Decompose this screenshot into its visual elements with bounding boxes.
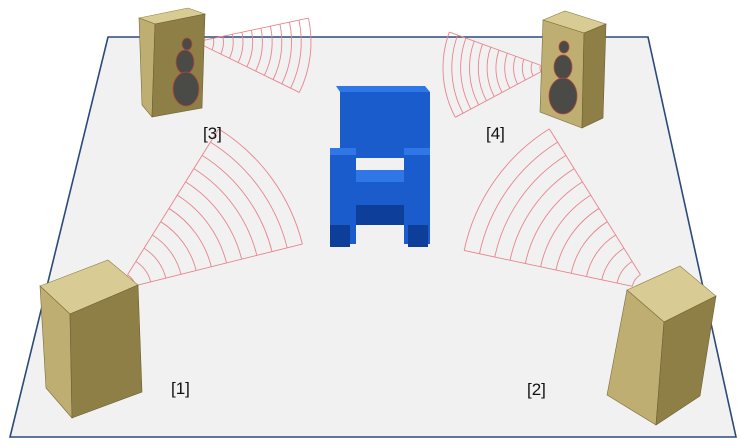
sound-wave-arc bbox=[504, 53, 511, 89]
sound-wave-edge bbox=[135, 243, 303, 287]
speaker-1-label: [1] bbox=[171, 379, 190, 398]
sound-wave-edge bbox=[203, 17, 309, 41]
sound-wave-arc bbox=[530, 62, 534, 77]
sound-wave-arc bbox=[586, 234, 616, 277]
sound-wave-arc bbox=[494, 155, 567, 258]
sound-wave-speaker-1 bbox=[127, 128, 303, 287]
sound-wave-arc bbox=[460, 37, 472, 110]
sound-wave-arc bbox=[442, 31, 456, 118]
speaker-1 bbox=[39, 259, 143, 419]
sound-wave-arc bbox=[524, 181, 583, 264]
sound-wave-arc bbox=[631, 274, 641, 287]
sound-wave-arc bbox=[210, 141, 288, 248]
sound-wave-speaker-2 bbox=[463, 128, 641, 287]
sound-wave-arc bbox=[201, 155, 273, 252]
sound-wave-arc bbox=[255, 28, 263, 72]
sound-wave-arc bbox=[509, 168, 575, 261]
sound-wave-arc bbox=[486, 47, 495, 97]
sound-wave-arc bbox=[463, 128, 550, 251]
sound-wave-edge bbox=[455, 71, 542, 118]
speaker-2 bbox=[606, 265, 717, 426]
sound-wave-speaker-4 bbox=[442, 31, 542, 118]
speaker-4 bbox=[539, 10, 607, 129]
sound-wave-arc bbox=[290, 20, 302, 89]
sound-wave-arc bbox=[229, 34, 234, 59]
sound-wave-arc bbox=[152, 234, 182, 275]
sound-wave-arc bbox=[601, 247, 625, 280]
sound-wave-edge bbox=[449, 31, 541, 66]
sound-wave-arc bbox=[263, 26, 273, 76]
sound-wave-arc bbox=[451, 34, 464, 114]
sound-wave-arc bbox=[193, 168, 258, 256]
sound-wave-arc bbox=[160, 221, 197, 271]
sound-wave-speaker-3 bbox=[202, 17, 312, 93]
sound-wave-edge bbox=[127, 128, 220, 275]
listener-chair bbox=[330, 86, 430, 247]
sound-wave-arc bbox=[469, 40, 480, 106]
speaker-4-label: [4] bbox=[486, 124, 505, 143]
sound-wave-arc bbox=[570, 221, 608, 274]
sound-wave-arc bbox=[211, 38, 215, 50]
sound-wave-arc bbox=[616, 261, 633, 284]
sound-wave-arc bbox=[177, 194, 227, 264]
sound-wave-arc bbox=[281, 22, 292, 85]
sound-wave-edge bbox=[202, 45, 300, 93]
sound-wave-arc bbox=[513, 56, 518, 85]
speaker-3-label: [3] bbox=[203, 124, 222, 143]
sound-wave-arc bbox=[495, 50, 503, 93]
sound-wave-arc bbox=[272, 24, 283, 80]
sound-wave-arc bbox=[477, 43, 487, 101]
sound-wave-arc bbox=[539, 65, 542, 72]
sound-wave-arc bbox=[143, 247, 167, 279]
sound-wave-edge bbox=[548, 128, 641, 275]
sound-wave-arc bbox=[479, 141, 558, 254]
sound-wave-arc bbox=[298, 17, 312, 93]
speaker-3 bbox=[137, 7, 207, 118]
speaker-2-label: [2] bbox=[527, 380, 546, 399]
sound-wave-arc bbox=[168, 208, 212, 267]
sound-wave-arc bbox=[521, 59, 526, 81]
sound-wave-arc bbox=[555, 208, 600, 271]
sound-wave-edge bbox=[464, 250, 633, 287]
sound-wave-arc bbox=[220, 36, 224, 55]
sound-wave-arc bbox=[237, 32, 244, 63]
sound-wave-arc bbox=[135, 261, 152, 282]
sound-wave-arc bbox=[218, 128, 303, 245]
sound-wave-arc bbox=[185, 181, 243, 260]
sound-wave-arc bbox=[246, 30, 254, 68]
sound-wave-arc bbox=[540, 194, 591, 267]
